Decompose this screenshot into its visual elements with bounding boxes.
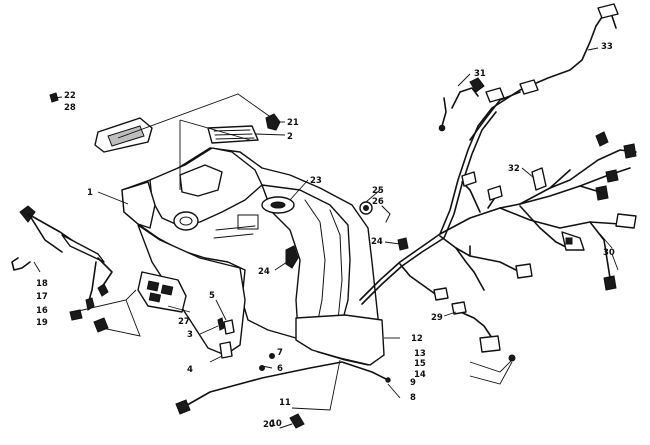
callout-15: 15 xyxy=(414,359,426,369)
callout-30: 30 xyxy=(603,248,615,258)
callout-16: 16 xyxy=(36,306,48,316)
retainer-clip xyxy=(265,113,281,131)
callout-24-left: 24 xyxy=(258,267,270,277)
callout-19: 19 xyxy=(36,318,48,328)
callout-10: 10 xyxy=(270,419,282,429)
callout-12: 12 xyxy=(411,334,423,344)
callout-29: 29 xyxy=(431,313,443,323)
callout-23: 23 xyxy=(310,176,322,186)
callout-32: 32 xyxy=(508,164,520,174)
grommet xyxy=(359,201,391,223)
callout-20: 20 xyxy=(263,420,275,430)
callout-25: 25 xyxy=(372,186,384,196)
callout-9: 9 xyxy=(410,378,416,388)
callout-26: 26 xyxy=(372,197,384,207)
callout-33: 33 xyxy=(601,42,613,52)
callout-6: 6 xyxy=(277,364,283,374)
callout-8: 8 xyxy=(410,393,416,403)
throttle-cable xyxy=(19,205,113,311)
callout-18: 18 xyxy=(36,279,48,289)
connector-24 xyxy=(397,237,409,251)
small-hardware xyxy=(217,317,275,371)
callout-28: 28 xyxy=(64,103,76,113)
ground-cable xyxy=(175,361,391,415)
callout-31: 31 xyxy=(474,69,486,79)
headlight-lens xyxy=(94,117,153,153)
main-wiring-harness xyxy=(359,13,637,385)
switch-panel xyxy=(137,271,187,313)
callout-22: 22 xyxy=(64,91,76,101)
callout-27: 27 xyxy=(178,317,190,327)
callout-14: 14 xyxy=(414,370,426,380)
clamp-part xyxy=(279,413,305,429)
callout-11: 11 xyxy=(279,398,291,408)
callout-1: 1 xyxy=(87,188,93,198)
spring-clip xyxy=(11,257,31,271)
callout-numbers: 1 2 3 4 5 6 7 8 9 10 11 12 13 14 15 16 1… xyxy=(36,42,615,430)
leader-lines xyxy=(33,47,619,399)
console-housing xyxy=(121,147,385,366)
callout-3: 3 xyxy=(187,330,193,340)
callout-7: 7 xyxy=(277,348,283,358)
clip-part xyxy=(49,92,59,103)
callout-2: 2 xyxy=(287,132,293,142)
callout-21: 21 xyxy=(287,118,299,128)
decal-plate xyxy=(207,125,259,144)
callout-4: 4 xyxy=(187,365,193,375)
callout-24-right: 24 xyxy=(371,237,383,247)
switch-19 xyxy=(93,317,109,333)
callout-17: 17 xyxy=(36,292,48,302)
callout-5: 5 xyxy=(209,291,215,301)
callout-13: 13 xyxy=(414,349,426,359)
leader-11 xyxy=(291,359,341,411)
switch-16 xyxy=(69,309,83,321)
connector-33 xyxy=(597,3,619,29)
